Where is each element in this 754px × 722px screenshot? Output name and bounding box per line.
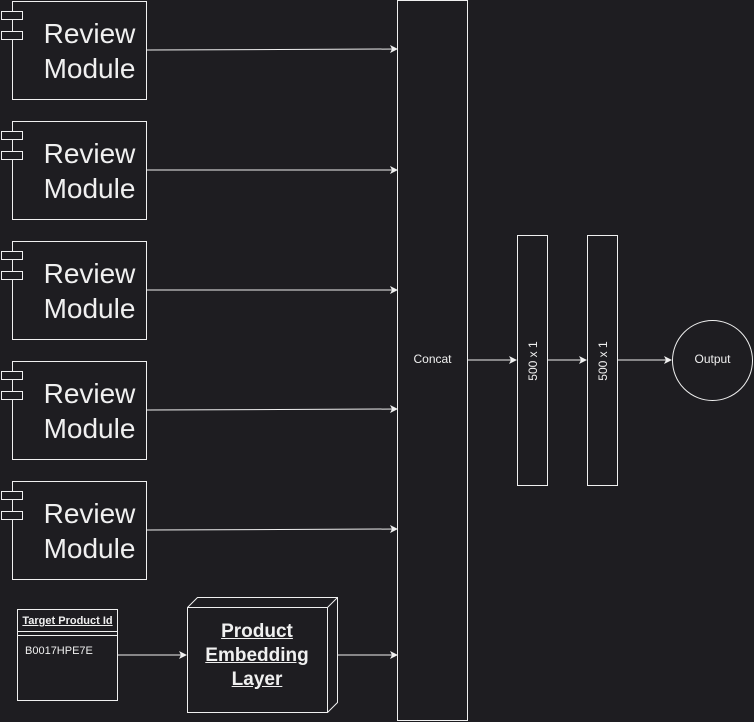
module-port-icon bbox=[1, 391, 23, 400]
module-port-icon bbox=[1, 151, 23, 160]
module-port-icon bbox=[1, 491, 23, 500]
dense-layer-1: 500 x 1 bbox=[517, 235, 548, 486]
arrow-module-1-to-concat bbox=[146, 45, 398, 54]
output-label: Output bbox=[694, 352, 731, 366]
embedding-label-line-3: Layer bbox=[231, 669, 283, 690]
dense-layer-1-label: 500 x 1 bbox=[525, 340, 540, 381]
module-port-icon bbox=[1, 511, 23, 520]
embedding-layer-label: Product Embedding Layer bbox=[187, 620, 327, 692]
embedding-label-line-1: Product bbox=[221, 621, 293, 642]
embedding-label-line-2: Embedding bbox=[205, 645, 309, 666]
table-divider bbox=[18, 632, 117, 636]
concat-label: Concat bbox=[413, 352, 452, 366]
module-port-icon bbox=[1, 131, 23, 140]
module-port-icon bbox=[1, 251, 23, 260]
module-port-icon bbox=[1, 11, 23, 20]
dense-layer-2: 500 x 1 bbox=[587, 235, 618, 486]
arrow-module-4-to-concat bbox=[146, 405, 398, 414]
output-node: Output bbox=[672, 320, 753, 401]
concat-layer: Concat bbox=[397, 0, 468, 721]
target-product-table: Target Product Id B0017HPE7E bbox=[17, 609, 118, 701]
module-port-icon bbox=[1, 31, 23, 40]
target-product-value: B0017HPE7E bbox=[25, 645, 93, 657]
module-port-icon bbox=[1, 271, 23, 280]
dense-layer-2-label: 500 x 1 bbox=[595, 340, 610, 381]
target-product-header: Target Product Id bbox=[18, 610, 117, 632]
module-port-icon bbox=[1, 371, 23, 380]
arrow-module-5-to-concat bbox=[146, 525, 398, 534]
